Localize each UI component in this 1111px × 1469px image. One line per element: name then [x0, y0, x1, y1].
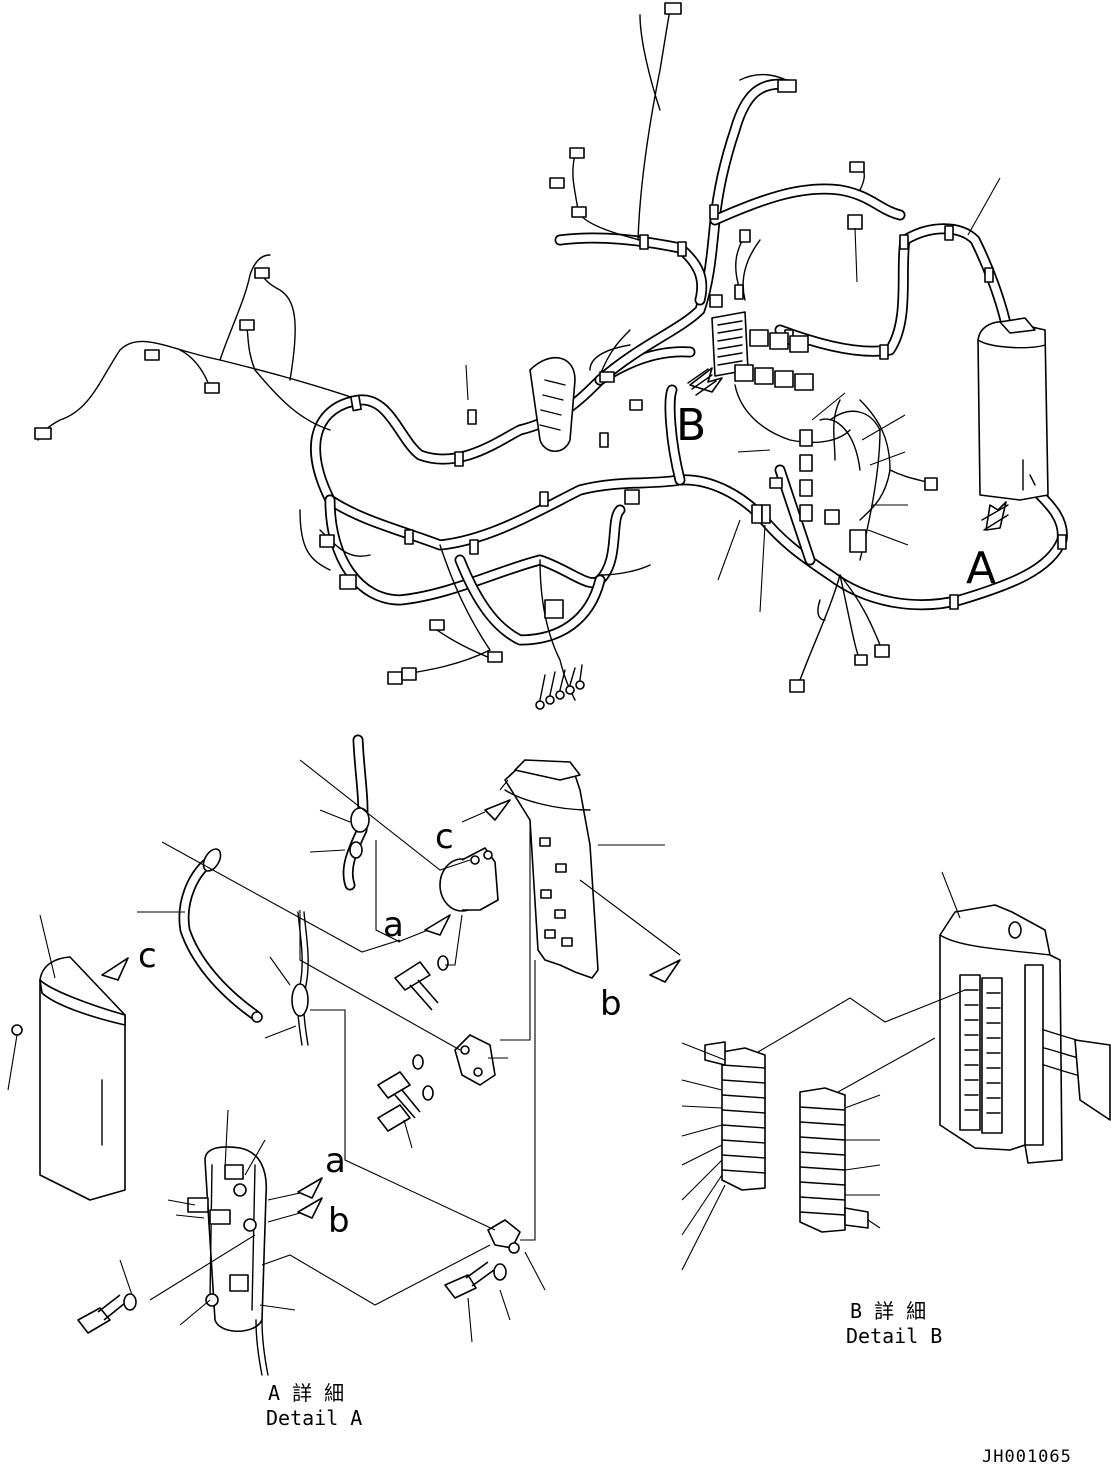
view-arrow-a: A [966, 501, 1009, 594]
fuse-strip-left [704, 1041, 766, 1191]
cover-box-a [977, 317, 1049, 501]
relay-cluster [529, 311, 881, 561]
view-label-a: A [966, 543, 996, 594]
detail-b-routing [681, 989, 966, 1271]
small-relay [454, 1034, 496, 1086]
connector [629, 399, 643, 411]
harness-trunk [310, 78, 1068, 646]
detail-b-caption-en: Detail B [846, 1324, 942, 1348]
connector [789, 679, 805, 693]
detail-a-view: c a b c a b A 詳 細 Detail A [7, 734, 681, 1430]
mounting-bracket [504, 759, 665, 979]
harness-assembly-a [187, 1146, 269, 1376]
relay-unit [439, 847, 499, 912]
connector [924, 477, 938, 491]
connector [254, 267, 270, 279]
callout-a-upper: a [383, 905, 404, 945]
connector [874, 644, 890, 658]
fuse-strip-right [799, 1087, 869, 1233]
connector [847, 214, 863, 230]
battery-cable-upper [342, 734, 370, 891]
callout-b-lower: b [328, 1201, 350, 1241]
callout-a-lower: a [325, 1141, 346, 1181]
connector [571, 206, 587, 218]
view-label-b: B [676, 400, 706, 451]
ground-terminals [535, 664, 585, 710]
view-arrow-b: B [676, 367, 723, 451]
connector [387, 671, 403, 685]
drawing-code: JH001065 [982, 1447, 1072, 1467]
connector [487, 651, 503, 663]
harness-clamps [350, 204, 1067, 610]
callout-c-upper: c [435, 817, 454, 857]
connector [239, 319, 255, 331]
detail-b-view: B 詳 細 Detail B [681, 871, 1111, 1348]
connector [319, 534, 335, 548]
connector [599, 371, 615, 383]
connector [429, 619, 445, 631]
callout-arrows [101, 799, 681, 1223]
connector [664, 2, 682, 15]
connector [709, 294, 723, 308]
connector [854, 654, 868, 666]
small-cable [291, 911, 309, 1046]
connector [777, 79, 797, 93]
connector [624, 489, 640, 505]
main-leader-lines [465, 177, 1001, 613]
connector [339, 574, 357, 590]
connector [401, 667, 417, 681]
connector [204, 382, 220, 394]
detail-a-caption-en: Detail A [266, 1406, 362, 1430]
connector [544, 599, 564, 619]
callout-c-left: c [138, 936, 157, 976]
connector [769, 477, 783, 489]
connector [739, 229, 751, 243]
detail-b-caption-jp: B 詳 細 [850, 1299, 926, 1323]
fuse-box [939, 871, 1111, 1164]
harness-thin-branches [37, 9, 1041, 701]
connector-group [34, 2, 938, 710]
battery-cable-curved [178, 848, 263, 1023]
detail-a-routing [119, 759, 681, 1343]
bolts [77, 955, 521, 1334]
callout-b-upper: b [600, 984, 622, 1024]
connector [849, 161, 865, 173]
cover-plate [7, 914, 126, 1201]
connector [34, 427, 52, 440]
connector [549, 177, 565, 189]
connector [144, 349, 160, 361]
main-harness-view: B A [34, 2, 1068, 710]
detail-a-caption-jp: A 詳 細 [268, 1381, 344, 1405]
connector [569, 147, 585, 159]
